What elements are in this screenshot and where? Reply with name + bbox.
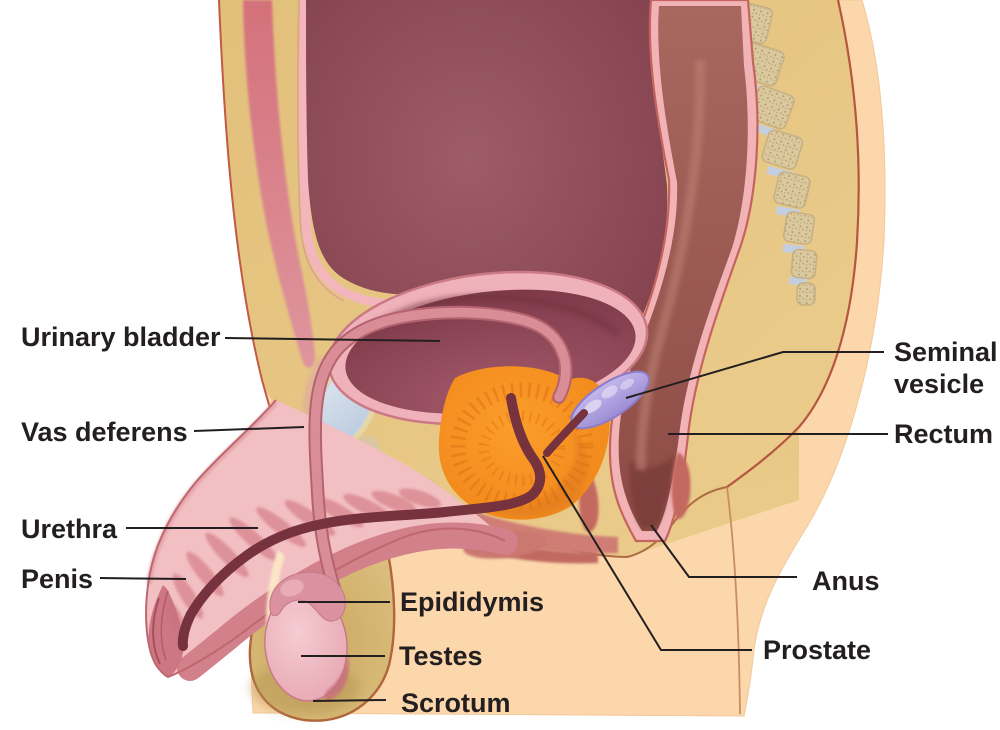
penis-base [146, 400, 513, 677]
label-urethra: Urethra [21, 514, 118, 544]
vas-deferens-shape [308, 305, 573, 601]
abdominal-muscle [243, 0, 315, 368]
buttock-fold-line [726, 486, 741, 715]
foreskin-fold-2 [160, 590, 169, 661]
label-anus: Anus [812, 566, 880, 596]
label-vas-deferens: Vas deferens [21, 417, 188, 447]
label-scrotum: Scrotum [401, 688, 511, 718]
epididymis-highlight [280, 579, 304, 597]
leader-urinary-bladder [224, 337, 441, 342]
label-seminal-vesicle-line1: Seminal [894, 337, 998, 367]
peritoneum-rim-edge [296, 0, 345, 302]
foreskin-fold-1 [152, 597, 161, 665]
label-penis: Penis [21, 564, 93, 594]
label-seminal-vesicle-line2: vesicle [894, 369, 984, 399]
label-testes: Testes [399, 641, 483, 671]
label-epididymis: Epididymis [400, 587, 544, 617]
anal-muscle-right [671, 452, 691, 519]
penis-dorsal-shadow [146, 400, 278, 585]
leader-seminal-vesicle [625, 351, 884, 399]
testis-lower-shade [324, 654, 350, 701]
body-outline-right [726, 0, 860, 488]
penis-outline [145, 399, 506, 679]
rectum-shade [629, 455, 675, 528]
peritoneum-rim [299, 0, 387, 309]
label-rectum: Rectum [894, 419, 993, 449]
leader-prostate [542, 455, 752, 651]
leader-penis [99, 577, 187, 580]
label-prostate: Prostate [763, 635, 871, 665]
leader-scrotum [312, 699, 387, 702]
urethra-shape [177, 393, 588, 651]
rectum-sheen [635, 59, 706, 471]
pelvic-floor-muscle-lower [450, 528, 598, 564]
leader-anus [650, 524, 797, 578]
penis-tip [148, 585, 184, 677]
leader-vas-deferens [193, 426, 305, 432]
prostate-texture-inner [478, 410, 566, 486]
label-urinary-bladder: Urinary bladder [21, 322, 221, 352]
